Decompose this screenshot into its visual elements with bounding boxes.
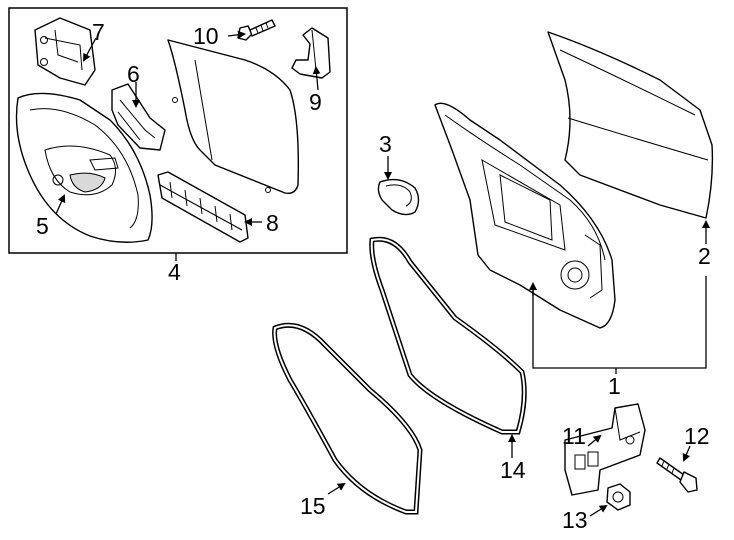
hinge-bracket-part: [291, 27, 331, 79]
outer-door-skin-part: [547, 31, 714, 219]
callout-10: 10: [193, 23, 219, 49]
callout-8: 8: [266, 210, 279, 236]
bolt-part: [237, 19, 276, 41]
callout-9: 9: [309, 89, 322, 115]
callout-2: 2: [698, 243, 711, 269]
reinforcement-strip-part: [157, 171, 249, 243]
callout-7: 7: [92, 19, 105, 45]
insulator-sheet-part: [167, 39, 300, 195]
door-weatherstrip-part: [369, 236, 527, 435]
callout-4: 4: [168, 259, 181, 285]
callout-6: 6: [127, 61, 140, 87]
callout-11: 11: [562, 423, 586, 449]
door-shell-part: [434, 102, 616, 329]
callout-5: 5: [36, 213, 49, 239]
callout-15: 15: [300, 493, 326, 519]
door-hinge-part: [564, 403, 646, 496]
callout-14: 14: [500, 457, 526, 483]
callout-3: 3: [379, 131, 392, 157]
door-trim-panel-part: [15, 92, 153, 243]
kit-box: [8, 7, 348, 254]
nut-part: [606, 483, 631, 511]
callout-13: 13: [562, 507, 588, 533]
callout-1: 1: [608, 373, 621, 399]
small-bracket-part: [111, 83, 166, 151]
callout-12: 12: [684, 423, 710, 449]
body-weatherstrip-part: [272, 322, 423, 515]
hinge-bolt-part: [656, 457, 698, 493]
door-handle-part: [377, 178, 420, 216]
upper-bracket-part: [34, 17, 96, 86]
